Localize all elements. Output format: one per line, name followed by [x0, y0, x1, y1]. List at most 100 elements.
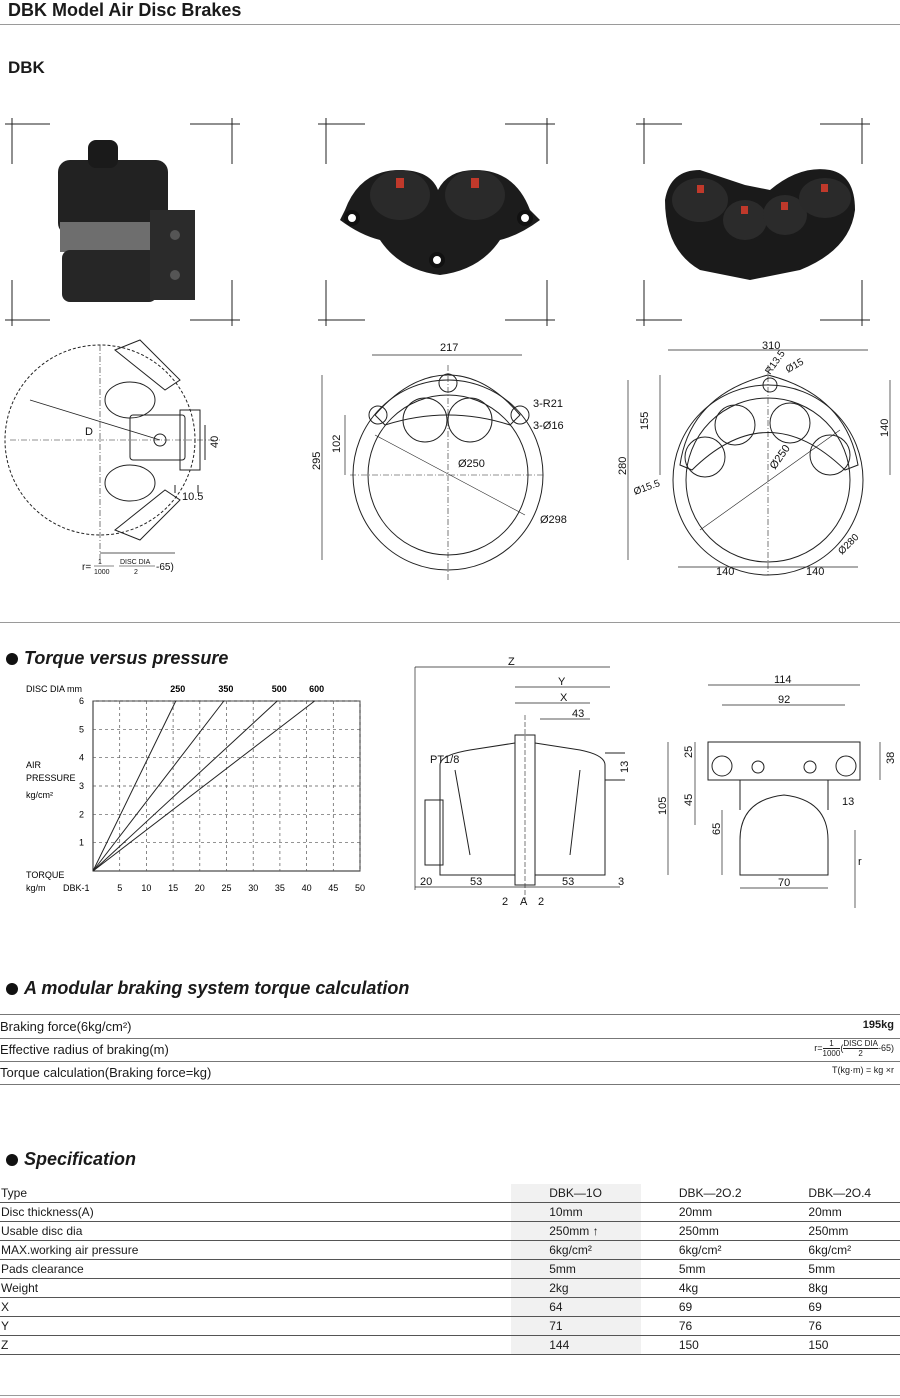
section-divider-1: [0, 622, 900, 623]
dbk10-label-d: D: [85, 426, 93, 438]
dbk10-photo: [58, 140, 195, 302]
calc-value: 195kg: [862, 1019, 894, 1031]
chart-series-label: 500: [272, 684, 287, 694]
front-13: 13: [842, 796, 854, 808]
chart-x-tick-label: 30: [248, 883, 258, 893]
dbk40-w140b: 140: [806, 566, 824, 578]
spec-value: 250mm ↑: [511, 1221, 641, 1241]
side-x: X: [560, 692, 568, 704]
front-114: 114: [774, 674, 792, 686]
dbk20-d250: Ø250: [458, 458, 485, 470]
chart-torque-label-1: TORQUE: [26, 870, 64, 880]
model-name: DBK: [8, 58, 45, 77]
calc-label: Braking force(6kg/cm²): [0, 1019, 132, 1034]
side-pt: PT1/8: [430, 754, 459, 766]
chart-x-tick-label: 15: [168, 883, 178, 893]
calc-top-border: [0, 1014, 900, 1015]
chart-y-tick-label: 2: [79, 809, 84, 819]
chart-x-first-label: DBK-1: [63, 883, 90, 893]
product-photos: [5, 118, 870, 326]
dbk20-d16: 3-Ø16: [533, 420, 564, 432]
chart-series-line: [92, 700, 225, 872]
dbk40-d15-5: Ø15.5: [632, 478, 662, 498]
spec-value: 250mm: [640, 1221, 771, 1241]
front-45: 45: [683, 794, 695, 806]
spec-value: 20mm: [640, 1202, 771, 1222]
spec-value: 6kg/cm²: [640, 1240, 771, 1260]
front-65: 65: [711, 823, 723, 835]
chart-torque-label-2: kg/m: [26, 883, 46, 893]
dbk10-labels: D 40 10.5 r= 1 1000 DISC DIA 2 -65): [82, 426, 221, 576]
spec-value: 10mm: [511, 1202, 641, 1222]
spec-value: 5mm: [511, 1259, 641, 1279]
chart-x-tick-label: 45: [328, 883, 338, 893]
chart-air-label-1: AIR: [26, 760, 42, 770]
dbk10-formula-inner-num: DISC DIA: [120, 559, 151, 566]
calc-row-torque: Torque calculation(Braking force=kg) T(k…: [0, 1061, 900, 1085]
side-53b: 53: [562, 876, 574, 888]
footer-divider: [0, 1395, 900, 1396]
dbk10-dim-10-5: 10.5: [182, 491, 203, 503]
chart-x-tick-label: 35: [275, 883, 285, 893]
spec-label: Y: [0, 1316, 512, 1336]
chart-x-tick-label: 20: [195, 883, 205, 893]
calc-label: Effective radius of braking(m): [0, 1042, 169, 1057]
torque-section-heading: Torque versus pressure: [6, 648, 228, 669]
dbk10-formula-num: 1: [98, 559, 102, 566]
chart-series-label: 350: [218, 684, 233, 694]
calc-section-heading: A modular braking system torque calculat…: [6, 978, 409, 999]
spec-value: 69: [770, 1297, 900, 1317]
front-70: 70: [778, 877, 790, 889]
dbk40-h280: 280: [617, 457, 629, 475]
spec-value: 8kg: [770, 1278, 900, 1298]
spec-value: 250mm: [770, 1221, 900, 1241]
spec-heading-text: Specification: [24, 1149, 137, 1169]
dbk10-formula-prefix: r=: [82, 562, 91, 573]
dbk40-h155: 155: [639, 412, 651, 430]
dbk40-photo: [665, 169, 855, 280]
front-105: 105: [657, 797, 669, 815]
chart-disc-dia-label: DISC DIA mm: [26, 684, 82, 694]
front-92: 92: [778, 694, 790, 706]
chart-x-tick-label: 5: [117, 883, 122, 893]
calc-value: T(kg·m) = kg ×r: [831, 1065, 894, 1075]
spec-label: MAX.working air pressure: [0, 1240, 512, 1260]
chart-y-tick-label: 6: [79, 696, 84, 706]
chart-grid: [92, 700, 361, 872]
spec-value: 71: [511, 1316, 641, 1336]
dbk20-photo: [340, 170, 540, 275]
front-25: 25: [683, 746, 695, 758]
front-38: 38: [885, 752, 897, 764]
torque-heading-text: Torque versus pressure: [24, 648, 229, 668]
spec-value: 2kg: [511, 1278, 641, 1298]
spec-value: 76: [770, 1316, 900, 1336]
side-43: 43: [572, 708, 584, 720]
chart-series-line: [92, 700, 177, 872]
front-r: r: [858, 856, 862, 868]
chart-y-tick-label: 4: [79, 753, 84, 763]
dbk40-w140a: 140: [716, 566, 734, 578]
front-drawing: 114 92 25 38 45 13 105 65 70 r: [657, 674, 897, 908]
chart-x-tick-label: 40: [302, 883, 312, 893]
dbk20-d298: Ø298: [540, 514, 567, 526]
chart-series-label: 600: [309, 684, 324, 694]
spec-section-heading: Specification: [6, 1149, 136, 1170]
side-20: 20: [420, 876, 432, 888]
bullet-icon: [6, 652, 18, 665]
chart-air-label-3: kg/cm²: [26, 790, 53, 800]
chart-lines: [92, 700, 315, 872]
spec-value: 6kg/cm²: [511, 1240, 641, 1260]
spec-value: DBK—2O.4: [770, 1184, 900, 1203]
chart-y-tick-label: 3: [79, 781, 84, 791]
chart-x-tick-label: 50: [355, 883, 365, 893]
page-title: DBK Model Air Disc Brakes: [8, 0, 242, 20]
